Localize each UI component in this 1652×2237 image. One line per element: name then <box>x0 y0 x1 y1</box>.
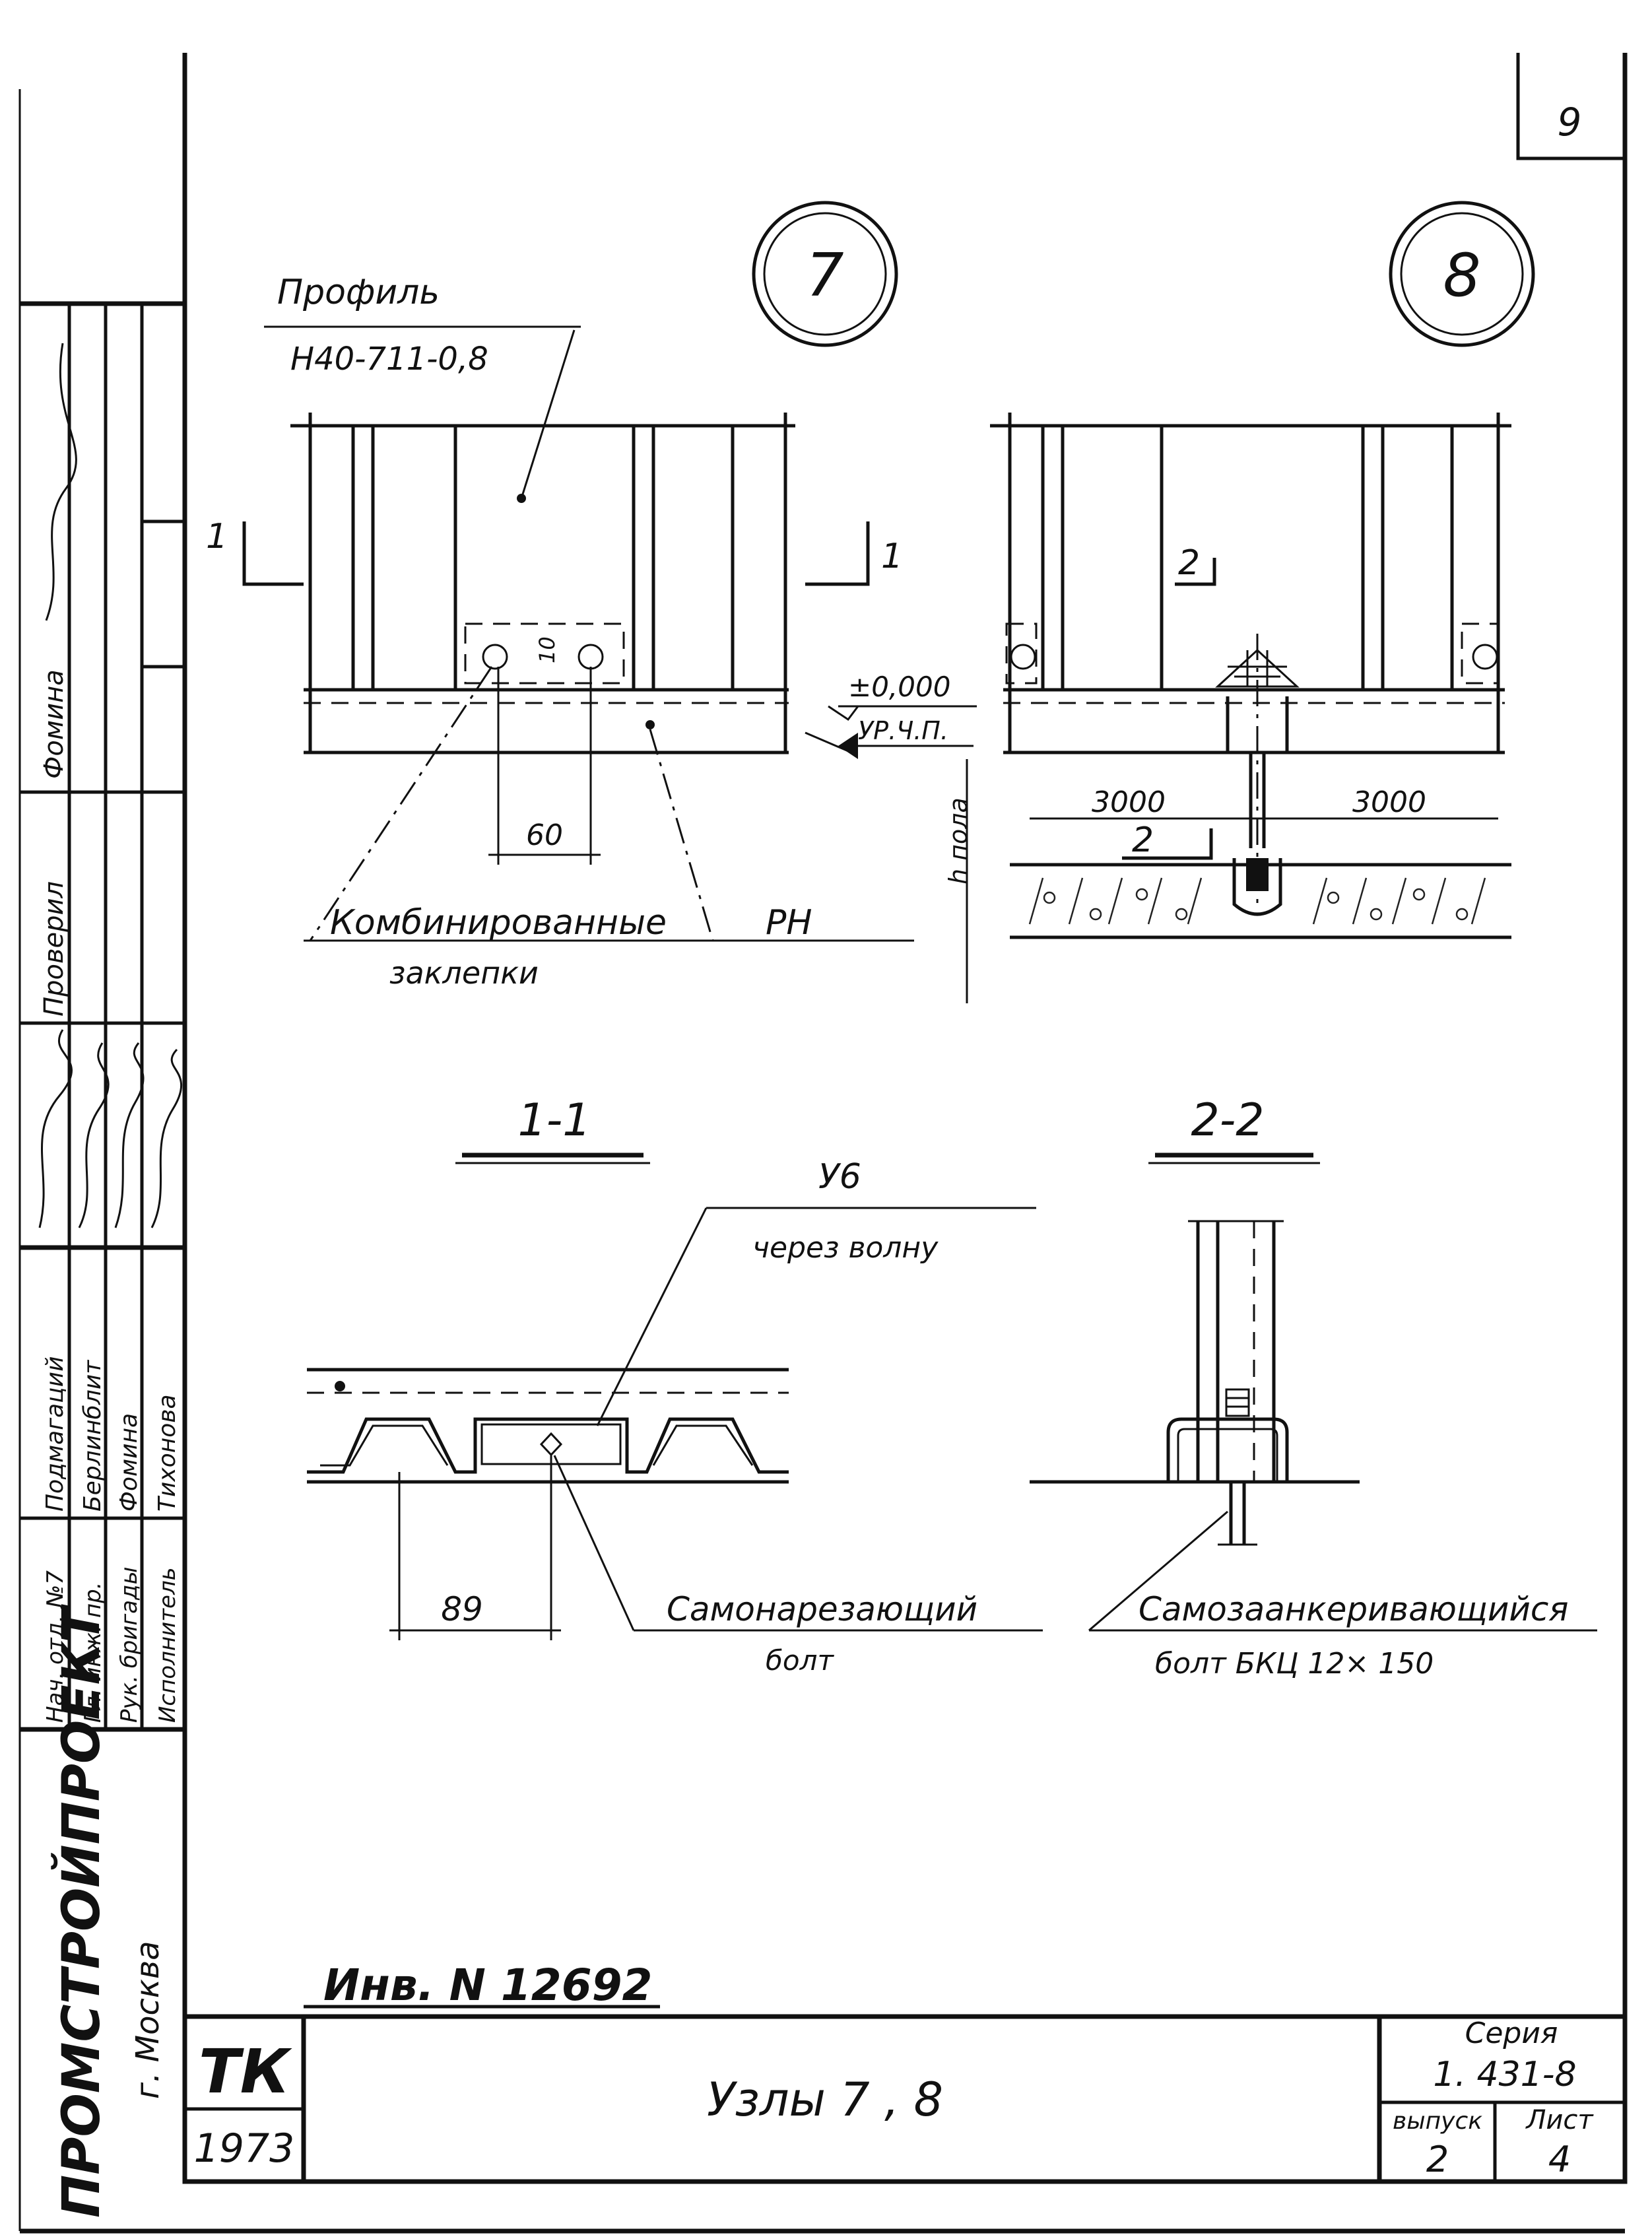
name-executor: Тихонова <box>154 1394 181 1512</box>
node-7-marker: 7 <box>752 201 898 347</box>
name-chief-eng: Берлинблит <box>79 1360 106 1512</box>
concrete-hatch <box>1028 877 1486 925</box>
inventory-number: Инв. N 12692 <box>323 1960 652 2011</box>
node-7-label: 7 <box>806 241 843 310</box>
rivets-label-2: заклепки <box>389 955 539 991</box>
tk-mark: ТК <box>199 2036 292 2107</box>
role-chief-eng: Гл. инж. пр. <box>80 1582 106 1723</box>
sheet-value: 4 <box>1548 2139 1571 2180</box>
rh-label: РН <box>766 903 812 943</box>
organization-name: ПРОМСТРОЙПРОЕКТ <box>51 1604 112 2218</box>
name-head-dept: Подмагаций <box>42 1356 69 1512</box>
bolt-nut <box>1225 1388 1250 1417</box>
node-8-elevation: 2 3000 3000 2 <box>990 413 1511 939</box>
series-value: 1. 431-8 <box>1433 2055 1576 2094</box>
issue-label: выпуск <box>1393 2108 1482 2135</box>
node-7-elevation: Профиль Н40-711-0,8 10 60 1 1 Комби <box>206 273 914 991</box>
section-1-1: 1-1 У6 через волну 89 Самонарезающий бол… <box>307 1094 1043 1677</box>
side-stamp: ПРОМСТРОЙПРОЕКТ г. Москва Нач. отд. №7 Г… <box>20 343 185 2218</box>
dim-89: 89 <box>441 1590 483 1628</box>
anchor-label-2: болт БКЦ 12× 150 <box>1155 1647 1434 1681</box>
level-zero: ±0,000 <box>848 671 950 703</box>
profile-label: Профиль <box>277 273 440 312</box>
section-mark-right: 1 <box>881 537 903 576</box>
sheet-label: Лист <box>1525 2105 1594 2135</box>
self-tap-label-2: болт <box>766 1644 834 1677</box>
level-marks: ±0,000 УР.Ч.П. h пола <box>805 671 977 1003</box>
issue-value: 2 <box>1426 2139 1449 2180</box>
dim-3000-left: 3000 <box>1092 785 1166 819</box>
section-1-1-title: 1-1 <box>517 1094 591 1147</box>
section-2-2-title: 2-2 <box>1191 1094 1264 1147</box>
title-block: ТК 1973 Узлы 7 , 8 Серия 1. 431-8 выпуск… <box>185 2014 1625 2182</box>
level-floor: УР.Ч.П. <box>858 716 948 745</box>
sheet-number: 9 <box>1558 100 1582 145</box>
role-head-dept: Нач. отд. №7 <box>42 1570 69 1723</box>
drawing-title: Узлы 7 , 8 <box>707 2073 943 2127</box>
dim-3000-right: 3000 <box>1352 785 1426 819</box>
sheet-number-box: 9 <box>1516 53 1625 160</box>
section-mark-left: 1 <box>206 517 228 556</box>
u6-label: У6 <box>818 1157 861 1197</box>
node-8-label: 8 <box>1443 241 1480 310</box>
organization-city: г. Москва <box>129 1941 166 2099</box>
profile-code: Н40-711-0,8 <box>290 341 488 378</box>
section-2-mark-lower: 2 <box>1132 820 1154 860</box>
role-executor: Исполнитель <box>154 1567 181 1723</box>
check-name: Фомина <box>39 669 69 779</box>
signature-group <box>38 1029 182 1228</box>
rivets-label-1: Комбинированные <box>330 903 667 943</box>
sheet-frame <box>18 53 1628 2234</box>
section-2-2: 2-2 Самозаанкеривающийся болт БКЦ 12× 15… <box>1030 1094 1597 1681</box>
dim-60: 60 <box>526 818 563 852</box>
year: 1973 <box>194 2125 295 2172</box>
dim-10: 10 <box>535 636 560 663</box>
self-tap-label-1: Самонарезающий <box>667 1590 977 1628</box>
section-2-mark: 2 <box>1178 543 1200 583</box>
u6-note: через волну <box>752 1231 939 1265</box>
check-role: Проверил <box>39 881 69 1017</box>
series-label: Серия <box>1465 2017 1558 2050</box>
floor-thickness: h пола <box>944 797 973 885</box>
anchor-label-1: Самозаанкеривающийся <box>1139 1590 1568 1628</box>
role-brigade: Рук. бригады <box>116 1567 143 1723</box>
signature-top <box>45 343 77 621</box>
node-8-marker: 8 <box>1389 201 1535 347</box>
name-brigade: Фомина <box>116 1413 143 1512</box>
